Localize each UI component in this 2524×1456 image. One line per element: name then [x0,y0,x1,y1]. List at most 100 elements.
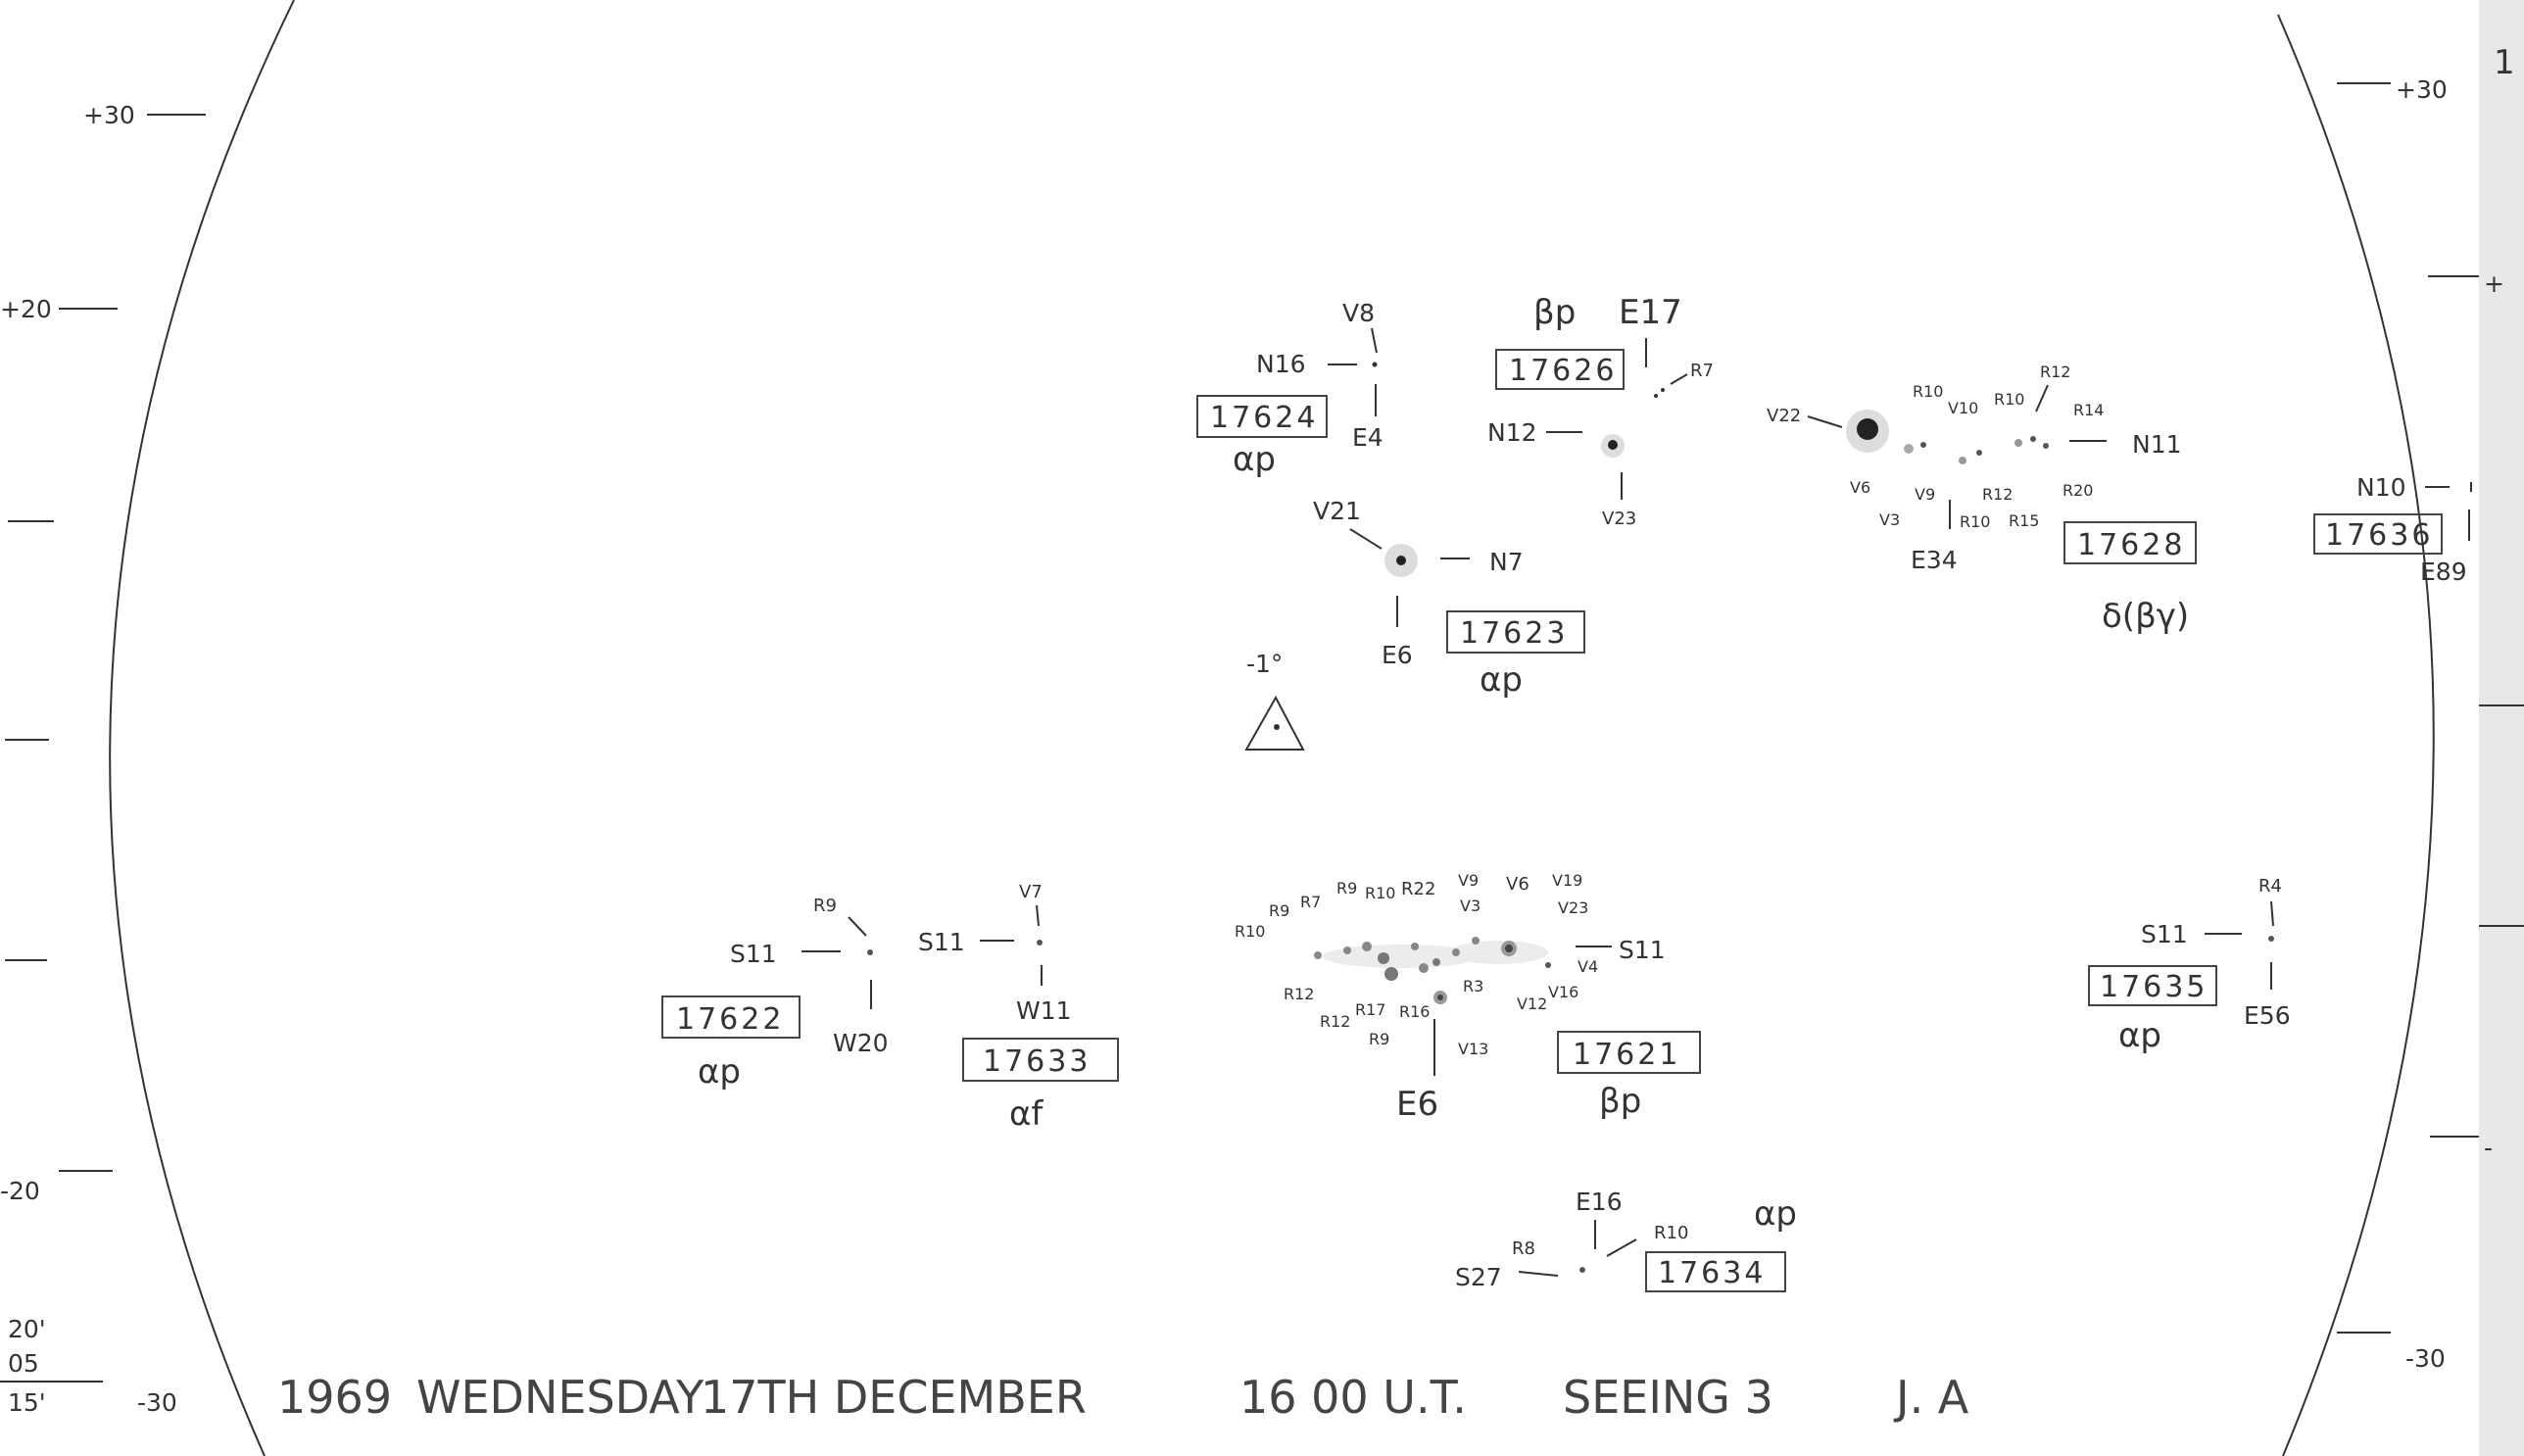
group-17628: V22 R10 V10 R10 R12 R14 N11 V6 V9 R12 R2… [1767,363,2197,636]
feature-label: R10 [1235,922,1265,941]
feature-label: V3 [1879,510,1900,529]
right-edge-char: 1 [2494,43,2515,82]
feature-label: N16 [1256,350,1306,378]
group-number: 17628 [2077,528,2185,562]
feature-label: R10 [1913,382,1943,401]
corner-note-line: 05 [8,1349,39,1378]
feature-label: R7 [1690,361,1714,381]
sunspot-umbra [1396,556,1406,565]
feature-label: V7 [1019,882,1043,902]
sheet-edge-shadow [2479,0,2524,1456]
feature-label: V21 [1313,497,1361,525]
left-tick-label: +30 [83,101,135,129]
group-17636: N10 17636 E89 [2313,473,2472,586]
feature-label: V6 [1850,478,1870,497]
group-17635: R4 S11 E56 17635 αp [2088,876,2291,1055]
feature-label: R12 [1284,985,1314,1003]
feature-label: V22 [1767,406,1801,426]
feature-label: E89 [2420,558,2467,586]
sunspot [1037,940,1043,946]
feature-label: E4 [1352,423,1383,452]
group-17633: V7 S11 W11 17633 αf [918,882,1119,1134]
feature-label: R10 [1994,390,2024,409]
group-number: 17636 [2325,518,2433,553]
feature-label: R20 [2063,481,2093,500]
sunspot [867,949,873,955]
feature-label: R14 [2073,401,2104,419]
feature-label: R9 [1269,901,1289,920]
group-number: 17626 [1509,354,1617,388]
right-tick-label: + [2484,269,2504,298]
feature-label: V16 [1548,983,1578,1001]
group-number: 17621 [1573,1038,1680,1072]
feature-label: V6 [1506,874,1529,895]
group-type: δ(βγ) [2102,597,2189,636]
sunspot-umbra [1857,418,1878,440]
group-type: βp [1533,293,1576,332]
feature-label: R17 [1355,1000,1385,1019]
group-number: 17623 [1460,616,1568,651]
feature-label: V23 [1558,898,1588,917]
feature-label: E6 [1396,1085,1438,1124]
sunspot-umbra [1608,440,1618,450]
feature-label: R4 [2258,876,2282,897]
feature-label: R9 [1336,879,1357,898]
group-type: αp [1480,660,1523,700]
left-tick-label: -20 [0,1177,40,1205]
sunspot-cluster [1450,941,1548,964]
feature-label: R10 [1654,1223,1688,1243]
disk-limb-right [2277,14,2435,1456]
right-tick-label: - [2484,1134,2493,1162]
feature-label: R12 [2040,363,2070,381]
feature-label: R8 [1512,1238,1535,1259]
group-17624: V8 N16 E4 17624 αp [1196,299,1383,479]
feature-label: W11 [1016,996,1072,1025]
feature-label: N10 [2356,473,2406,502]
feature-label: R10 [1960,512,1990,531]
left-tick-label: -30 [137,1388,177,1417]
feature-label: R3 [1463,977,1483,995]
feature-label: V12 [1517,995,1547,1013]
feature-label: S27 [1455,1263,1502,1291]
feature-label: R7 [1300,893,1321,911]
left-latitude-scale: +30 +20 -20 -30 20' 05 15' [0,101,206,1417]
group-17622: R9 S11 17622 W20 αp [661,896,889,1092]
group-type: αp [1233,440,1276,479]
right-latitude-scale: +30 1 + - -30 [2337,43,2524,1373]
feature-label: N7 [1489,548,1524,576]
feature-label: E6 [1382,641,1413,669]
feature-label: V8 [1342,299,1375,327]
feature-label: V10 [1948,399,1978,417]
polar-marker: -1° [1244,650,1305,751]
group-type: αf [1009,1094,1044,1134]
feature-label: V23 [1602,509,1636,529]
group-17623: V21 N7 E6 17623 αp [1313,497,1585,700]
disk-limb-left [109,0,295,1456]
feature-label: V4 [1578,957,1598,976]
sunspot [2268,936,2274,942]
feature-label: E56 [2244,1001,2291,1030]
group-number: 17622 [676,1002,784,1037]
feature-label: R22 [1401,879,1435,899]
feature-label: R12 [1982,485,2013,504]
feature-label: V13 [1458,1040,1488,1058]
group-type: αp [2118,1016,2161,1055]
group-number: 17634 [1658,1256,1766,1290]
footer-day: WEDNESDAY [416,1371,704,1424]
group-number: 17635 [2100,970,2208,1004]
group-17626: βp E17 17626 R7 N12 V23 [1487,293,1714,529]
sunspot [1372,362,1378,367]
feature-label: V19 [1552,871,1582,890]
right-tick-label: -30 [2405,1344,2446,1373]
feature-label: S11 [730,940,777,968]
feature-label: S11 [2141,920,2188,948]
feature-label: W20 [833,1029,889,1057]
feature-label: V9 [1915,485,1935,504]
footer-seeing: SEEING 3 [1563,1371,1773,1424]
feature-label: S11 [1619,936,1666,964]
feature-label: E16 [1576,1188,1623,1216]
feature-label: R9 [813,896,837,916]
sunspot [1579,1267,1585,1273]
group-type: αp [1754,1194,1797,1234]
